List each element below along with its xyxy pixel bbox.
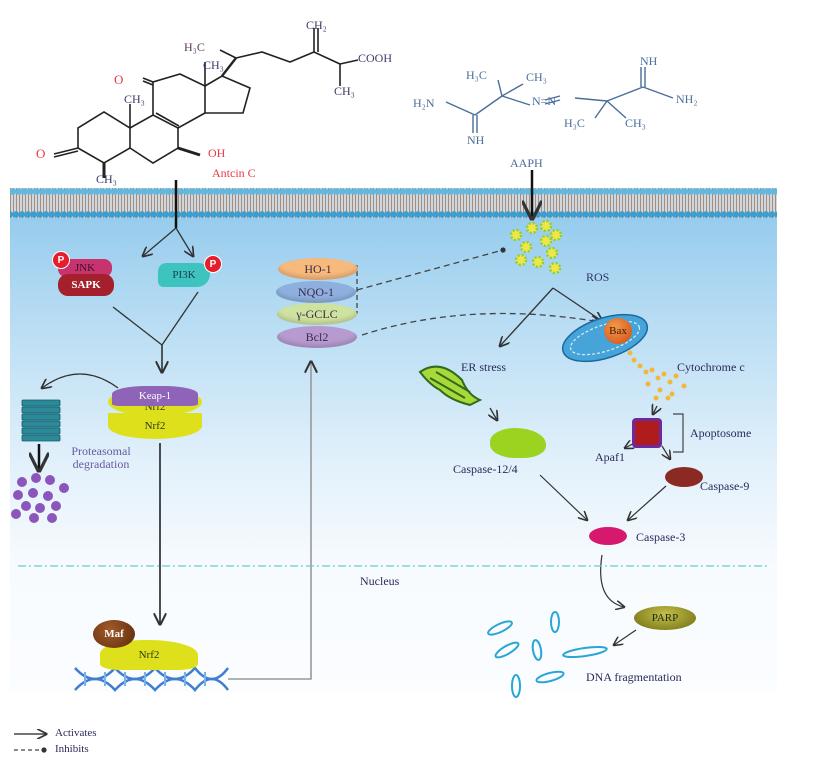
cell-membrane [10, 188, 777, 218]
aaph-ch3-1: CH₃ [526, 70, 547, 84]
sapk-node: SAPK [58, 274, 114, 296]
cytochrome-c-particles [627, 350, 687, 401]
aaph-nh-2: NH [640, 54, 658, 68]
apoptosome-complex [632, 418, 662, 448]
caspase-3-label: Caspase-3 [636, 530, 686, 544]
parp-node: PARP [634, 606, 696, 630]
pi3k-node: PI3K [158, 263, 210, 287]
antcin-ch3-bottom: CH₃ [96, 172, 117, 186]
nqo1-label: NQO-1 [298, 284, 334, 299]
maf-node: Maf [93, 620, 135, 648]
maf-label: Maf [104, 628, 124, 640]
aaph-h2n: H₂N [413, 96, 435, 110]
ho1-node: HO-1 [278, 258, 358, 280]
nrf2-cytoplasm-label: Nrf2 [144, 420, 166, 432]
ros-cluster [509, 219, 563, 275]
antcin-cooh: COOH [358, 51, 393, 65]
antcin-oxo-left: O [36, 146, 46, 161]
bcl2-node: Bcl2 [277, 326, 357, 348]
legend-inhibits: Inhibits [55, 743, 89, 755]
phospho-badge-pi3k: P [204, 255, 222, 273]
aaph-ch3-2: CH₃ [625, 116, 646, 130]
pi3k-label: PI3K [172, 269, 196, 281]
mitochondrion [561, 313, 649, 363]
bcl2-label: Bcl2 [305, 329, 329, 344]
aaph-structure [445, 67, 674, 133]
dna-fragmentation-label: DNA fragmentation [586, 670, 682, 684]
caspase-9-label: Caspase-9 [700, 479, 750, 493]
jnk-node: JNK [58, 259, 112, 277]
caspase-12-4-label: Caspase-12/4 [453, 462, 518, 476]
nrf2-nuclear-label: Nrf2 [138, 649, 160, 661]
antcin-ch3-side: CH₃ [334, 84, 355, 98]
aaph-h3c-1: H₃C [466, 68, 487, 82]
er-organelle [418, 365, 483, 407]
aaph-nh-1: NH [467, 133, 485, 147]
parp-label: PARP [651, 612, 679, 624]
legend-activates: Activates [55, 727, 97, 739]
dna-helix [74, 666, 230, 692]
gclc-label: γ-GCLC [296, 306, 338, 321]
bax-label: Bax [609, 325, 627, 337]
keap1-node: Keap-1 [112, 386, 198, 406]
ros-label: ROS [586, 270, 610, 284]
phospho-badge-jnk: P [52, 251, 70, 269]
cytochrome-c-label: Cytochrome c [677, 360, 745, 374]
antcin-ch3-d: CH₃ [203, 58, 224, 72]
proteasome [21, 399, 61, 442]
aaph-h3c-2: H₃C [564, 116, 585, 130]
antcin-ch3-b: CH₃ [124, 92, 145, 106]
nucleus-label: Nucleus [360, 574, 400, 588]
antcin-oxo-top: O [114, 72, 124, 87]
apoptosome-label: Apoptosome [690, 426, 752, 440]
antcin-oh: OH [208, 146, 226, 160]
antcin-c-structure [53, 28, 359, 178]
aaph-label: AAPH [510, 156, 543, 170]
caspase-9-node [665, 467, 703, 487]
degraded-fragments [11, 473, 69, 523]
caspase-12-4-node [490, 428, 546, 458]
apaf1-label: Apaf1 [595, 450, 625, 464]
dna-fragments [487, 611, 608, 698]
nqo1-node: NQO-1 [276, 281, 356, 303]
nrf2-cytoplasm-node: Nrf2 [108, 413, 202, 439]
aaph-azo: N=N [532, 94, 557, 108]
keap1-label: Keap-1 [138, 390, 172, 402]
caspase-3-node [589, 527, 627, 545]
proteasomal-degradation-label: Proteasomal degradation [71, 444, 131, 471]
ho1-label: HO-1 [304, 261, 332, 276]
antcin-c-label: Antcin C [212, 166, 256, 180]
aaph-nh2: NH₂ [676, 92, 698, 106]
antcin-ch2: CH₂ [306, 18, 327, 32]
bax-node: Bax [604, 318, 632, 344]
jnk-label: JNK [74, 262, 96, 274]
gclc-node: γ-GCLC [277, 303, 357, 325]
sapk-label: SAPK [71, 279, 101, 291]
antcin-h3c: H₃C [184, 40, 205, 54]
er-stress-label: ER stress [461, 360, 506, 374]
